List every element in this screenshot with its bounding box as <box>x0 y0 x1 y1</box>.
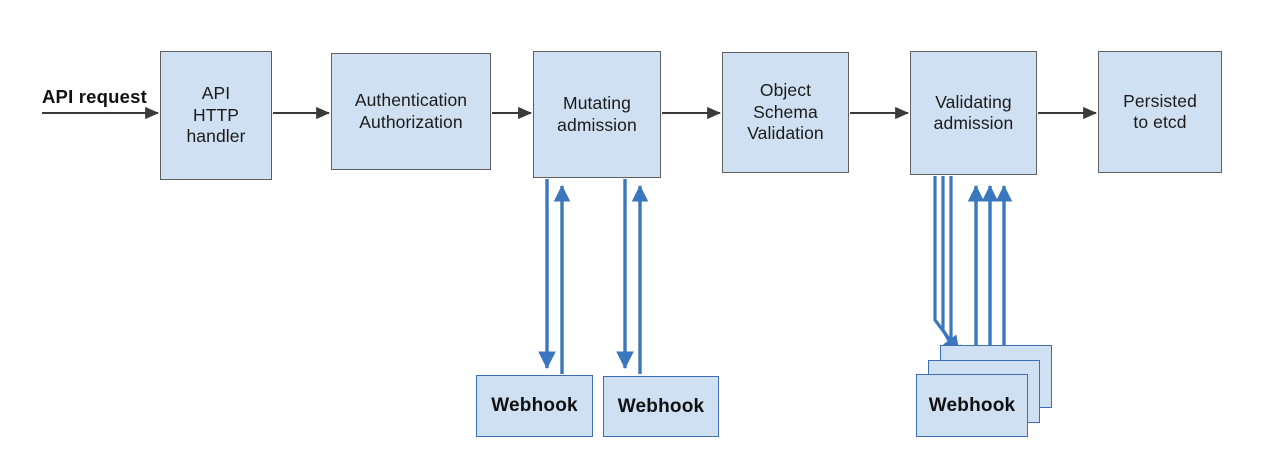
webhook-validating[interactable]: Webhook <box>916 374 1028 437</box>
node-validating-admission[interactable]: Validating admission <box>910 51 1037 175</box>
node-persisted-to-etcd[interactable]: Persisted to etcd <box>1098 51 1222 173</box>
node-api-http-handler[interactable]: API HTTP handler <box>160 51 272 180</box>
node-object-schema-validation[interactable]: Object Schema Validation <box>722 52 849 173</box>
webhook-mutating-1[interactable]: Webhook <box>476 375 593 437</box>
api-request-label: API request <box>42 86 148 107</box>
node-authn-authz[interactable]: Authentication Authorization <box>331 53 491 170</box>
webhook-mutating-2[interactable]: Webhook <box>603 376 719 437</box>
edge-validating-call-1 <box>933 176 961 353</box>
node-mutating-admission[interactable]: Mutating admission <box>533 51 661 178</box>
